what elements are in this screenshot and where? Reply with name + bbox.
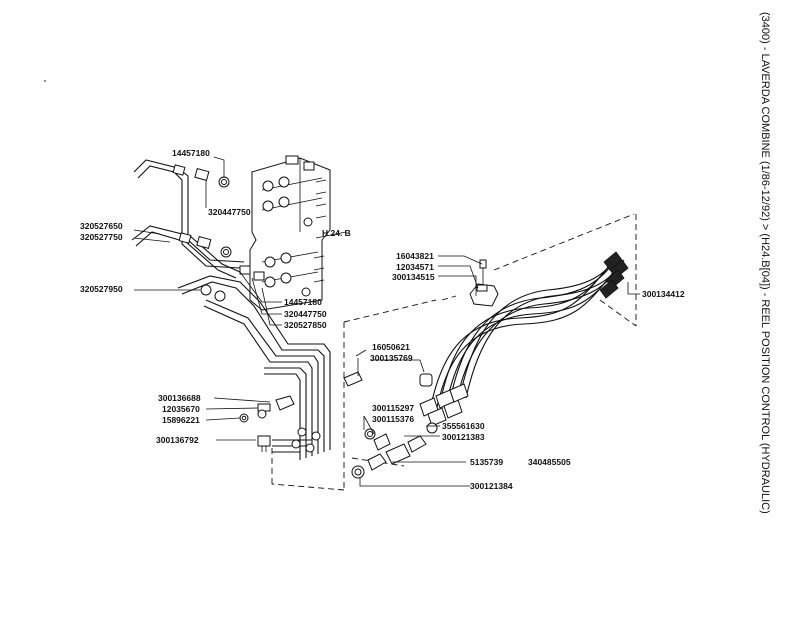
left-fittings xyxy=(172,164,321,453)
left-pipes xyxy=(131,159,331,460)
label-300136792: 300136792 xyxy=(156,435,199,445)
label-340485505: 340485505 xyxy=(528,457,571,467)
stray-mark xyxy=(44,80,46,82)
label-5135739: 5135739 xyxy=(470,457,503,467)
label-16050621: 16050621 xyxy=(372,342,410,352)
label-320447750-bottom: 320447750 xyxy=(284,309,327,319)
label-320527950: 320527950 xyxy=(80,284,123,294)
label-14457180-top: 14457180 xyxy=(172,148,210,158)
hose-ends xyxy=(419,251,629,427)
part-labels: 14457180 320447750 320527650 320527750 3… xyxy=(80,148,685,491)
label-300136688: 300136688 xyxy=(158,393,201,403)
hose-bracket xyxy=(469,259,499,307)
label-320527750: 320527750 xyxy=(80,232,123,242)
label-12034571: 12034571 xyxy=(396,262,434,272)
label-320527850: 320527850 xyxy=(284,320,327,330)
control-valve-block xyxy=(249,155,331,311)
label-14457180-bottom: 14457180 xyxy=(284,297,322,307)
label-300115376: 300115376 xyxy=(372,414,414,424)
label-16043821: 16043821 xyxy=(396,251,434,261)
leader-lines xyxy=(133,156,640,487)
diagram-title: (3400) - LAVERDA COMBINE (1/86-12/92) > … xyxy=(759,12,771,514)
label-300134515: 300134515 xyxy=(392,272,435,282)
label-320447750-top: 320447750 xyxy=(208,207,251,217)
figure-ref-label: H 24. B xyxy=(322,228,351,238)
dashed-lines xyxy=(271,213,637,491)
label-300134412: 300134412 xyxy=(642,289,685,299)
label-300121384: 300121384 xyxy=(470,481,513,491)
center-fittings xyxy=(343,371,438,479)
label-12035670: 12035670 xyxy=(162,404,200,414)
label-320527650: 320527650 xyxy=(80,221,123,231)
label-300135769: 300135769 xyxy=(370,353,413,363)
label-300115297: 300115297 xyxy=(372,403,414,413)
label-300121383: 300121383 xyxy=(442,432,485,442)
label-355561630: 355561630 xyxy=(442,421,485,431)
label-15896221: 15896221 xyxy=(162,415,200,425)
